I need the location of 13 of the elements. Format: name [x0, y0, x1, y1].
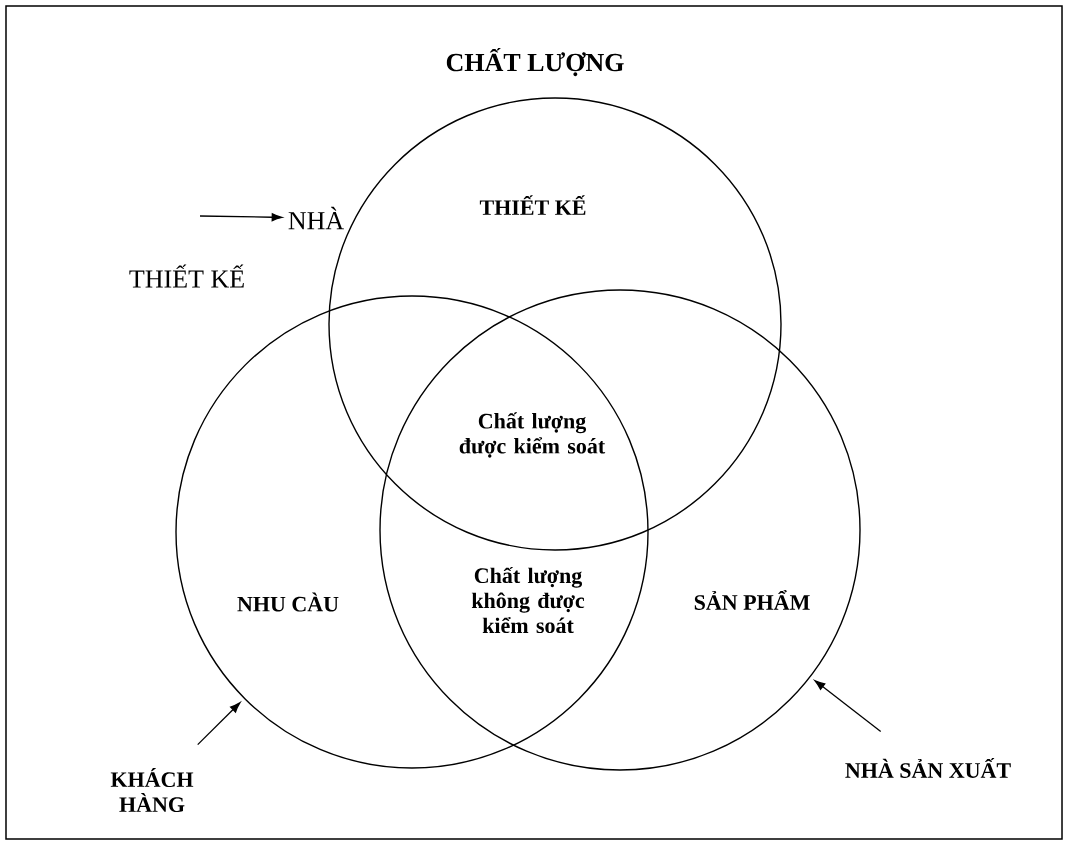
text-label: KHÁCH HÀNG: [110, 767, 194, 813]
text-label: NHÀ SẢN XUẤT: [845, 758, 1011, 778]
arrow: [814, 680, 882, 733]
arrow: [199, 213, 283, 222]
arrow: [197, 702, 241, 746]
circle-label: SẢN PHẨM: [694, 590, 810, 610]
text-label: THIẾT KẾ: [129, 264, 244, 288]
circle-label: NHU CÀU: [237, 592, 339, 612]
title: CHẤT LƯỢNG: [446, 47, 624, 77]
text-label: NHÀ: [288, 206, 344, 230]
text-label: Chất lượng được kiểm soát: [459, 412, 606, 458]
circle-label: THIẾT KẾ: [479, 195, 586, 215]
text-label: Chất lượng không được kiểm soát: [471, 566, 585, 634]
